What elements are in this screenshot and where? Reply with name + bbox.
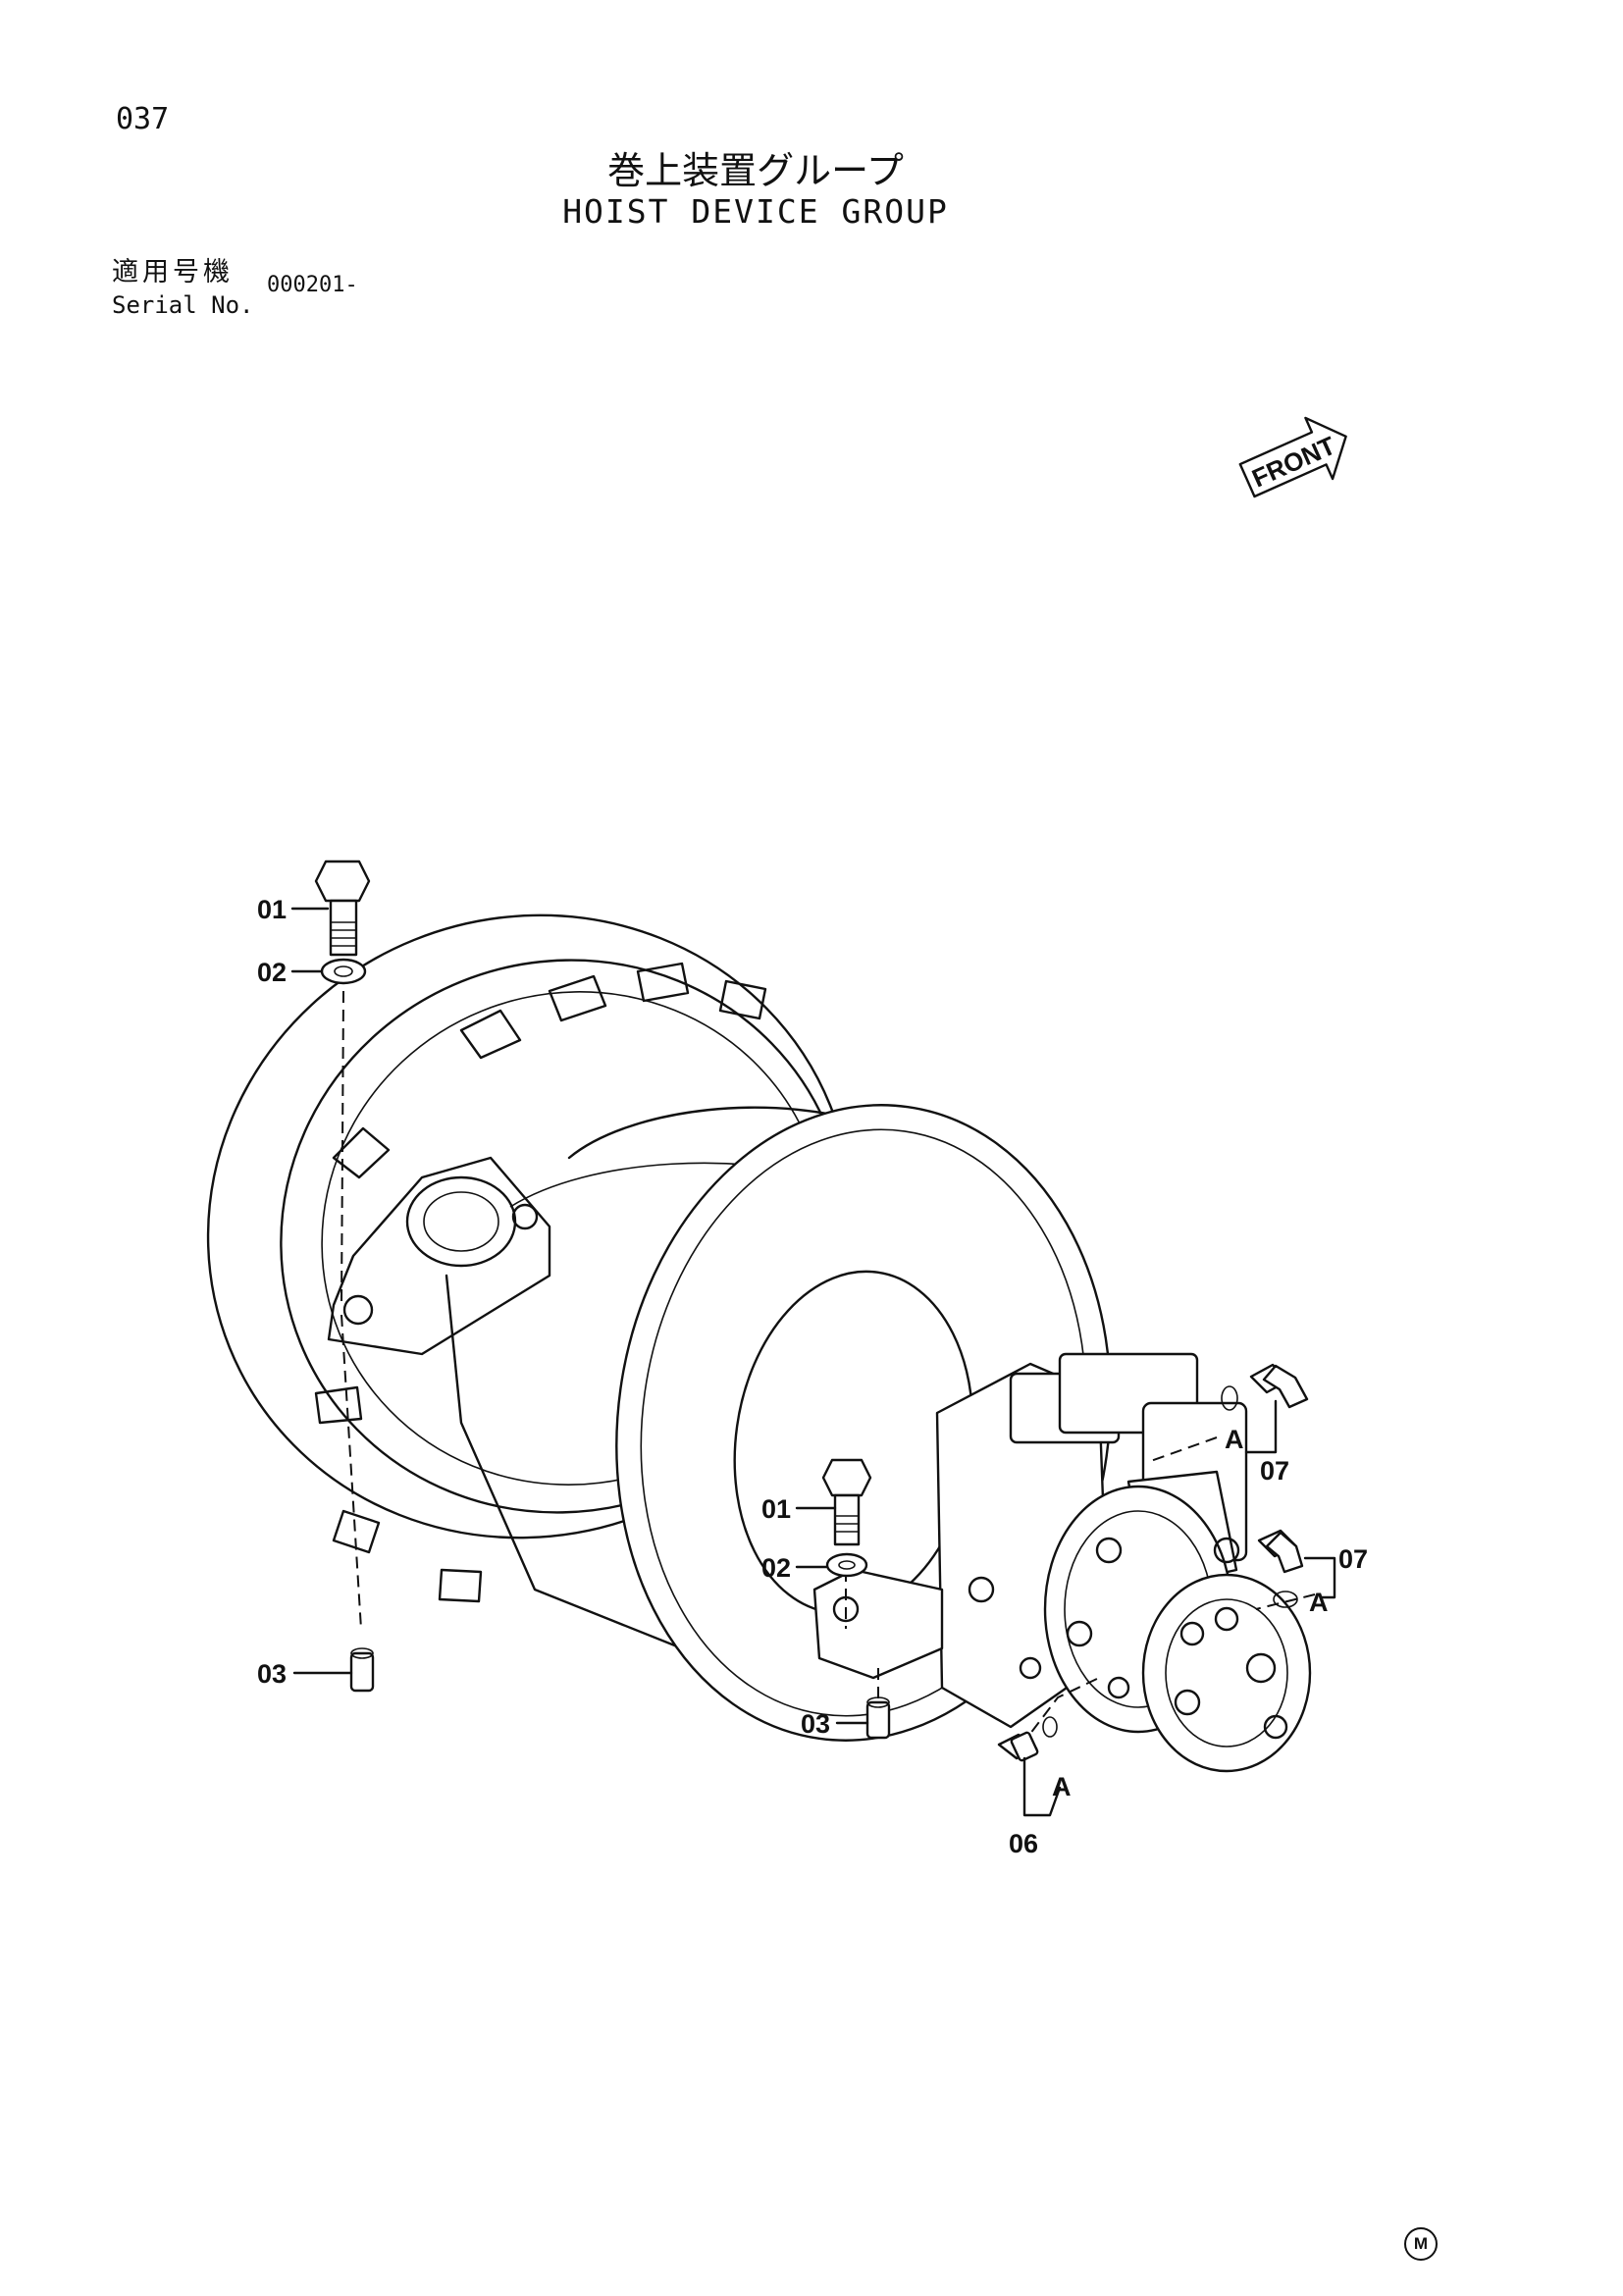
callout-06: 06: [1009, 1829, 1038, 1858]
callout-03-front: 03: [801, 1709, 830, 1739]
hoist-motor-assembly: [935, 1352, 1312, 1773]
footer-mark: M: [1404, 2227, 1438, 2261]
callout-01-lower: 01: [761, 1494, 791, 1524]
detail-a-label-upper: A: [1225, 1425, 1244, 1454]
pin-front: [865, 1696, 891, 1740]
bolt-upper: [314, 860, 371, 957]
fitting-07-upper: [1221, 1363, 1309, 1411]
assembly-guide-lines: [340, 990, 1316, 1748]
title-japanese: 巻上装置グループ: [607, 149, 904, 192]
serial-label-english: Serial No.: [112, 291, 254, 319]
fitting-06: [997, 1716, 1058, 1762]
fitting-07-lower: [1257, 1529, 1304, 1608]
callout-02-upper: 02: [257, 958, 287, 987]
leader-lines: [290, 907, 1336, 1817]
callout-02-lower: 02: [761, 1553, 791, 1583]
rear-bracket: [327, 1156, 551, 1356]
front-arrow: FRONT: [1238, 416, 1347, 498]
washer-lower: [825, 1552, 868, 1578]
page-number: 037: [116, 102, 170, 136]
bolt-lower: [821, 1458, 872, 1546]
title-english: HOIST DEVICE GROUP: [562, 192, 949, 231]
detail-a-label-fitting: A: [1052, 1772, 1072, 1801]
serial-label-japanese: 適用号機: [112, 257, 234, 287]
detail-a-label-lower: A: [1309, 1588, 1329, 1617]
pin-rear: [349, 1647, 375, 1693]
callout-07-lower: 07: [1338, 1544, 1368, 1574]
callout-07-upper: 07: [1260, 1456, 1289, 1486]
callout-labels: 01 02 03 01 02 03 06 07 07 A A A: [257, 895, 1368, 1858]
callout-03-rear: 03: [257, 1659, 287, 1689]
serial-value: 000201-: [267, 273, 358, 297]
washer-upper: [320, 958, 367, 985]
callout-01-upper: 01: [257, 895, 287, 924]
